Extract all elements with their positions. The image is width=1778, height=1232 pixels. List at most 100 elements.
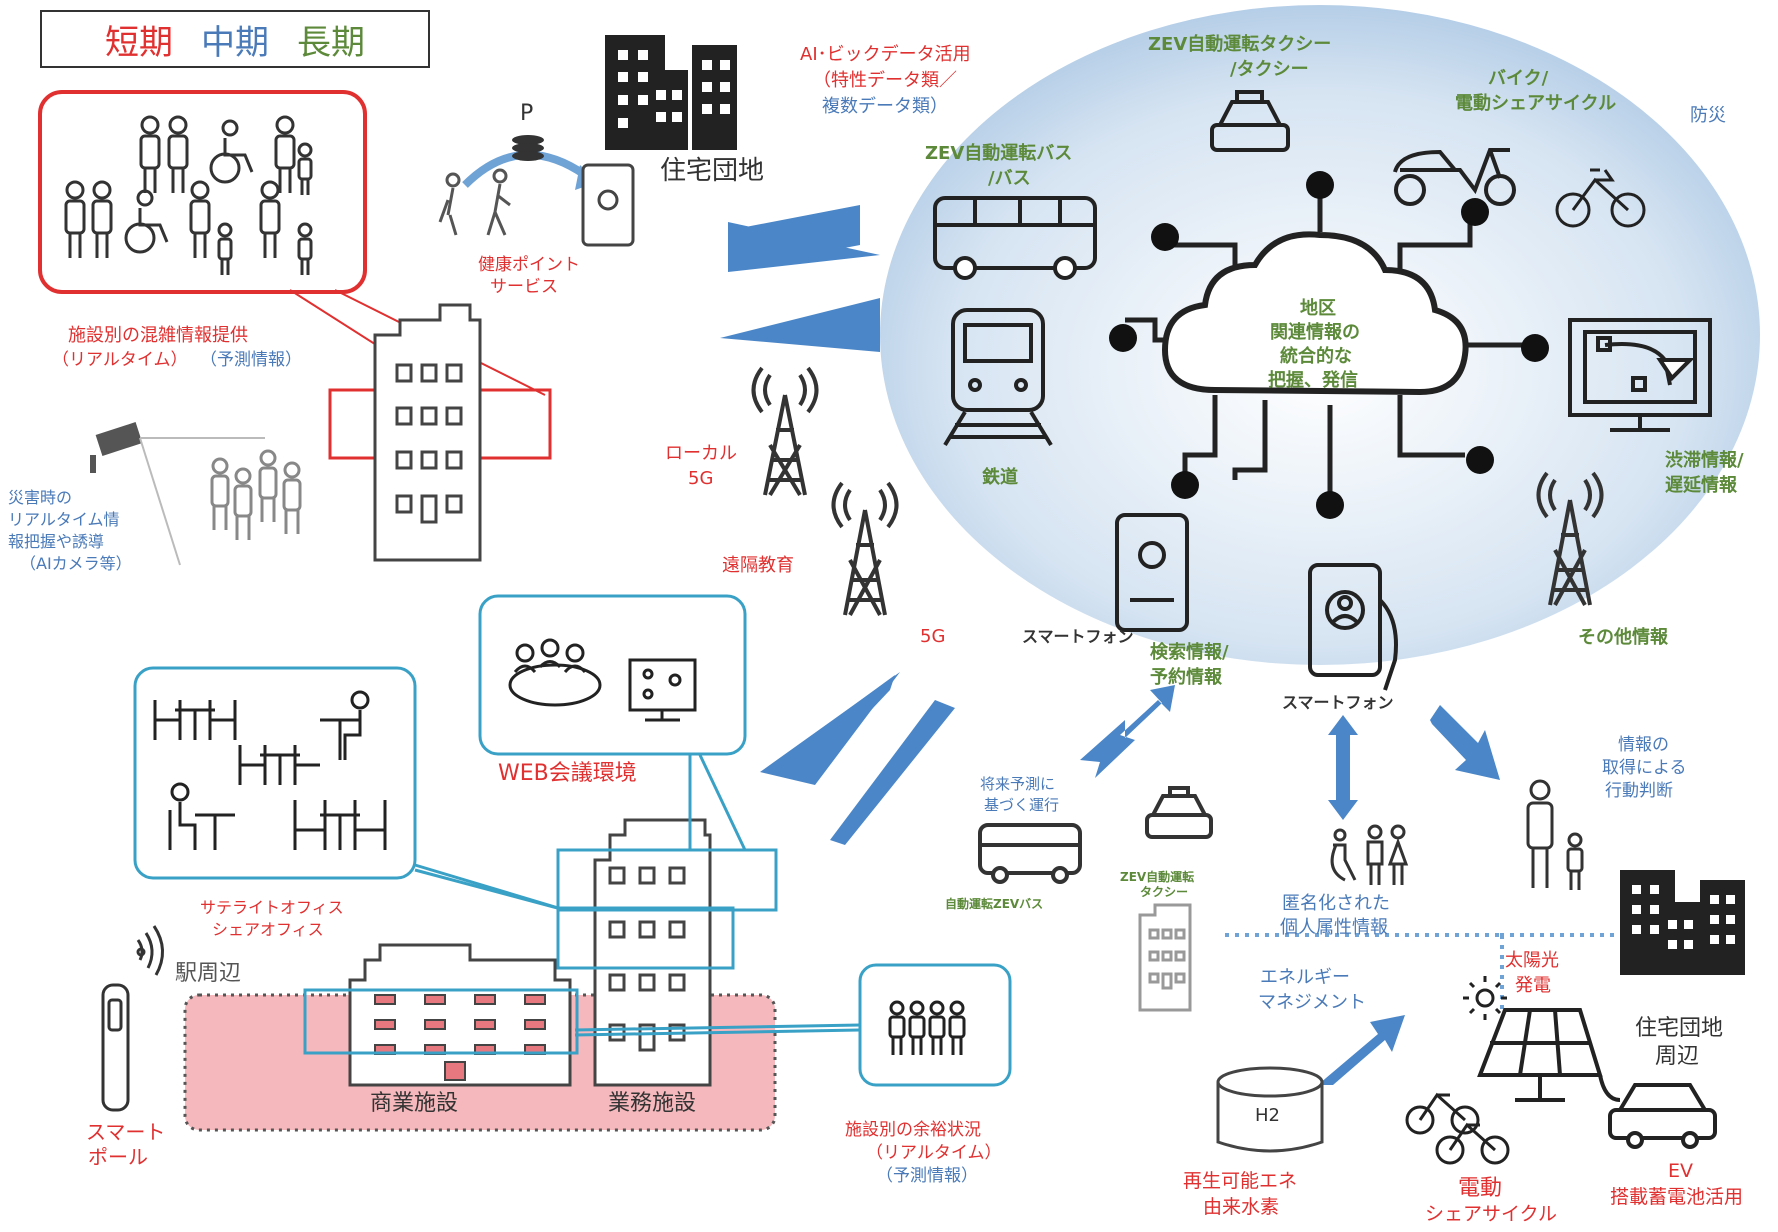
right-housing-icon: [1620, 870, 1745, 975]
tower-local5g: [751, 366, 819, 497]
zev-bus-label-1: ZEV自動運転バス: [925, 143, 1073, 164]
desk-chair-icons: [153, 690, 387, 850]
energy-label-1: エネルギー: [1260, 967, 1350, 988]
h2-tank-icon: [1216, 1066, 1324, 1153]
smartphone-map-icon: [1115, 513, 1189, 632]
cloud-shape: [1161, 231, 1469, 396]
cloud-label-2: 関連情報の: [1270, 322, 1360, 343]
cloud-label-3: 統合的な: [1280, 346, 1352, 367]
sun-icon: [1463, 976, 1507, 1020]
capacity-label: 施設別の余裕状況: [845, 1120, 981, 1140]
zev-taxi-small-1: ZEV自動運転: [1120, 870, 1195, 884]
smartphone2-label: スマートフォン: [1282, 693, 1394, 712]
ai-label-3: 複数データ類）: [822, 96, 948, 117]
monitor-icon: [1568, 318, 1712, 432]
person-icon: [274, 115, 296, 193]
capacity-forecast: （予測情報）: [876, 1166, 978, 1186]
future-op-1: 将来予測に: [980, 775, 1056, 793]
hydrogen-label-1: 再生可能エネ: [1183, 1170, 1298, 1192]
child-icon: [297, 142, 313, 195]
legend-box: 短期 中期 長期: [40, 10, 430, 68]
info-decision-3: 行動判断: [1605, 781, 1673, 801]
business-label: 業務施設: [608, 1091, 697, 1116]
train-icon: [943, 308, 1053, 447]
station-label: 駅周辺: [175, 961, 242, 986]
wheelchair-icon: [209, 119, 254, 184]
info-decision-2: 取得による: [1602, 758, 1687, 778]
railway-label: 鉄道: [982, 467, 1018, 488]
health-label-1: 健康ポイント: [478, 255, 580, 275]
bicycle-icon: [1555, 168, 1646, 228]
congestion-delay-2: 遅延情報: [1665, 475, 1737, 496]
search-label-1: 検索情報/: [1150, 642, 1229, 663]
housing-icon: [605, 35, 737, 150]
energy-label-2: マネジメント: [1258, 992, 1366, 1013]
anonymized-1: 匿名化された: [1282, 893, 1390, 914]
fiveg-label: 5G: [920, 626, 946, 647]
e-cycle-label-2: シェアサイクル: [1425, 1203, 1558, 1225]
search-label-2: 予約情報: [1150, 667, 1222, 688]
legend-short: 短期: [105, 22, 173, 63]
satellite-box: [133, 666, 417, 880]
child-icon: [297, 222, 313, 275]
smart-pole-icon: [101, 925, 164, 1112]
solar-label-2: 発電: [1515, 975, 1551, 996]
wedge-low-b: [830, 700, 955, 845]
zev-bus-label-2: /バス: [988, 168, 1031, 189]
e-bikes-icon: [1405, 1092, 1510, 1165]
scooter-icon: [1393, 148, 1516, 206]
adult-child-icon: [1526, 779, 1584, 890]
health-phone: [581, 163, 635, 247]
zev-taxi-label-2: /タクシー: [1230, 59, 1309, 80]
congestion-realtime: （リアルタイム）: [52, 350, 188, 370]
solar-label-1: 太陽光: [1505, 950, 1559, 971]
cloud-label-4: 把握、発信: [1268, 370, 1358, 391]
congestion-delay-1: 渋滞情報/: [1665, 450, 1744, 471]
ai-label-2: （特性データ類／: [813, 70, 957, 91]
small-taxi-icon: [1145, 786, 1213, 839]
disaster-label-3: 報把握や誘導: [8, 532, 105, 551]
commercial-windows: [374, 994, 546, 1081]
bus-icon: [933, 196, 1097, 280]
wedge-top-a: [728, 222, 880, 272]
smartphone-person-icon: [1308, 563, 1398, 691]
taxi-icon: [1210, 90, 1290, 152]
congestion-forecast: （予測情報）: [200, 350, 302, 370]
conference-icon: [508, 638, 697, 722]
web-meeting-label: WEB会議環境: [498, 761, 637, 786]
coins-icon: [512, 135, 544, 161]
wedge-low-a2: [760, 672, 900, 785]
housing-label: 住宅団地: [660, 156, 765, 186]
person-icon: [139, 115, 161, 193]
child-icon: [217, 222, 233, 275]
commercial-building: [348, 943, 572, 1087]
housing2-label-1: 住宅団地: [1635, 1016, 1724, 1041]
other-info-label: その他情報: [1578, 627, 1668, 648]
satellite-label-1: サテライトオフィス: [200, 898, 344, 917]
person-icon: [259, 180, 281, 258]
ev-label-2: 搭載蓄電池活用: [1610, 1186, 1744, 1208]
parking-label: P: [520, 101, 534, 126]
smart-pole-label-1: スマート: [86, 1120, 166, 1144]
legend-mid: 中期: [201, 22, 269, 63]
capacity-realtime: （リアルタイム）: [866, 1143, 1002, 1163]
local5g-label-1: ローカル: [665, 443, 737, 464]
smart-pole-label-2: ポール: [88, 1145, 148, 1169]
walkers-icon: [438, 168, 511, 236]
smartphone1-label: スマートフォン: [1022, 627, 1134, 646]
anon-people-icon: [1330, 824, 1409, 885]
crowd-icon: [210, 449, 302, 540]
person-icon: [91, 180, 113, 258]
e-cycle-label-1: 電動: [1458, 1176, 1503, 1201]
people-box: [38, 90, 367, 294]
housing2-label-2: 周辺: [1655, 1044, 1700, 1069]
solar-panel-icon: [1477, 1008, 1621, 1102]
person-icon: [64, 180, 86, 258]
wedge-top-b: [720, 298, 880, 352]
bike-label-1: バイク/: [1488, 68, 1549, 89]
disaster-label-1: 災害時の: [8, 488, 73, 507]
remote-edu-label: 遠隔教育: [722, 555, 794, 576]
local5g-label-2: 5G: [688, 468, 714, 489]
health-label-2: サービス: [490, 277, 558, 297]
